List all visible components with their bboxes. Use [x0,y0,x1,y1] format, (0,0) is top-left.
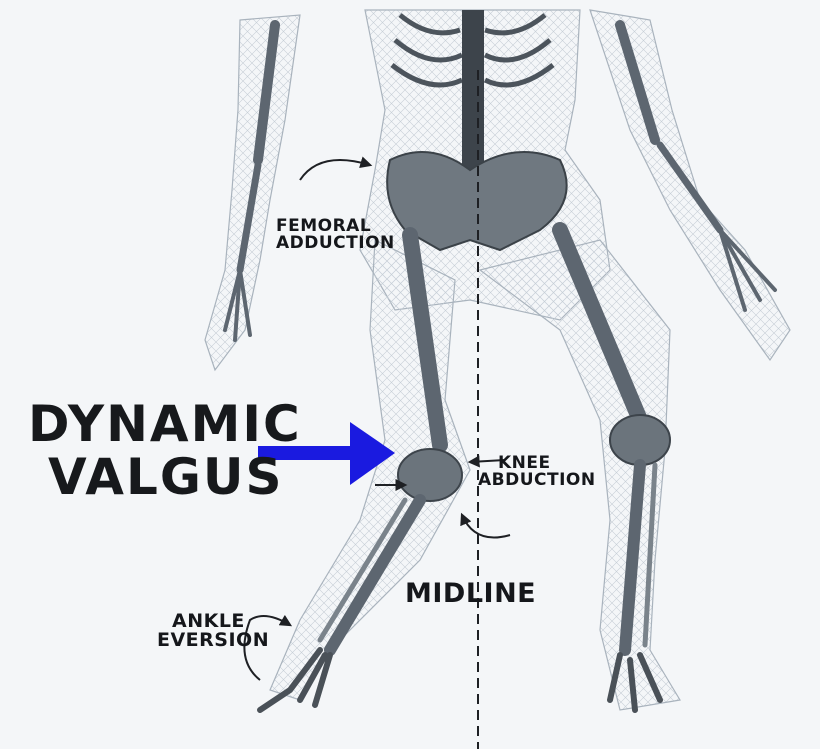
femoral-adduction-label: FEMORAL ADDUCTION [276,218,395,252]
knee-curve-arrow [462,515,510,538]
knee-label-line2: ABDUCTION [478,472,596,489]
dynamic-valgus-line1: DYNAMIC [28,398,302,451]
knee-abduction-label: KNEE ABDUCTION [478,455,596,489]
spine [462,10,484,170]
dynamic-valgus-line2: VALGUS [28,451,302,504]
femoral-label-line2: ADDUCTION [276,235,395,252]
femoral-curve-arrow [300,160,370,180]
ankle-label-line2: EVERSION [157,631,269,650]
midline-label: MIDLINE [405,580,536,607]
dynamic-valgus-title: DYNAMIC VALGUS [28,398,302,503]
ankle-eversion-label: ANKLE EVERSION [157,612,269,650]
